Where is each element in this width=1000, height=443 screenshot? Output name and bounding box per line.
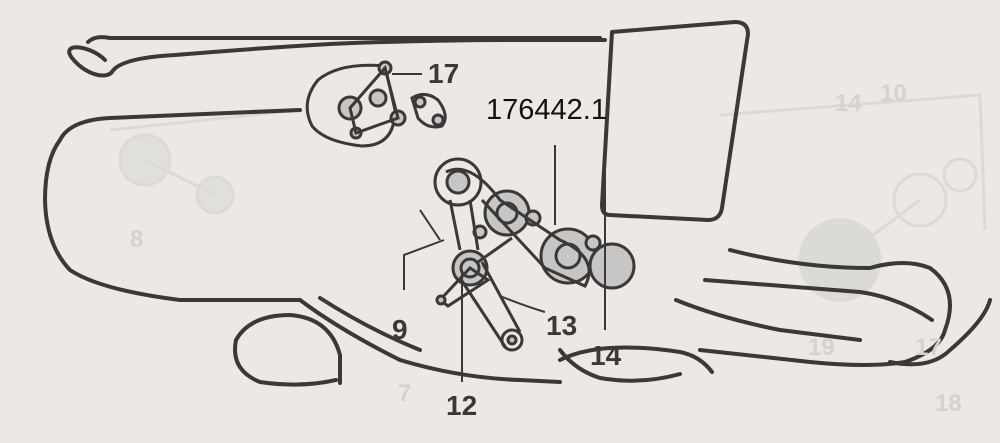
pulley-17-mid: [368, 88, 388, 108]
ghost-label-7: 7: [398, 380, 412, 407]
belt-17-inner: [348, 64, 400, 135]
leader-frame-a: [419, 209, 441, 241]
callout-17: 17: [428, 58, 460, 89]
upper-belt-assembly: [305, 60, 447, 148]
tension-arm-right: [477, 236, 513, 264]
header-feeder: [698, 248, 952, 367]
feeder-lower: [674, 298, 862, 342]
belt-vertical: [448, 199, 480, 251]
cab-outline: [600, 20, 750, 222]
main-belt-drive: [433, 157, 636, 352]
ghost-label-8: 8: [130, 226, 144, 253]
callout-14: 14: [590, 340, 622, 371]
lower-frame-inner: [318, 296, 422, 352]
bleed-through-drawing: [109, 93, 987, 302]
callout-12: 12: [446, 390, 478, 421]
rear-wheel: [233, 338, 338, 387]
combine-outline: [43, 20, 992, 387]
chassis-bottom: [558, 348, 682, 383]
tension-arm-pivot: [435, 294, 447, 306]
upper-roof-outline: [67, 38, 607, 78]
header-inner: [703, 278, 934, 322]
pulley-top-inner: [445, 169, 471, 195]
leader-9: [403, 239, 445, 290]
leader-lines: [403, 145, 606, 382]
callout-9: 9: [392, 314, 408, 345]
body-outline: [43, 138, 302, 302]
tension-arm: [437, 266, 491, 308]
part-reference-code: 176442.1: [486, 94, 607, 126]
pulley-large-hub: [554, 242, 582, 270]
front-curve: [558, 345, 714, 374]
ghost-label-10: 10: [880, 80, 907, 107]
ghost-label-19: 19: [808, 334, 835, 361]
pulley-17-side-a: [413, 95, 427, 109]
ghost-label-14: 14: [835, 90, 862, 117]
belt-17-side: [410, 93, 447, 129]
pulley-top-outer: [433, 157, 483, 207]
leader-13: [499, 295, 546, 313]
pulley-bottom-inner: [506, 334, 518, 346]
ghost-label-17: 17: [915, 334, 942, 361]
upper-belt-loop: [305, 63, 397, 148]
lower-frame: [298, 298, 562, 384]
callout-13: 13: [546, 310, 578, 341]
front-body-top: [58, 108, 302, 142]
pulley-large-right: [588, 242, 636, 290]
pulley-17-side-b: [431, 113, 445, 127]
ghost-label-18: 18: [935, 390, 962, 417]
belt-upper: [445, 167, 591, 288]
wheel-arch: [234, 313, 342, 385]
header-snout: [888, 298, 992, 367]
pulley-large-idler: [584, 234, 602, 252]
upper-roof-line: [86, 35, 602, 44]
